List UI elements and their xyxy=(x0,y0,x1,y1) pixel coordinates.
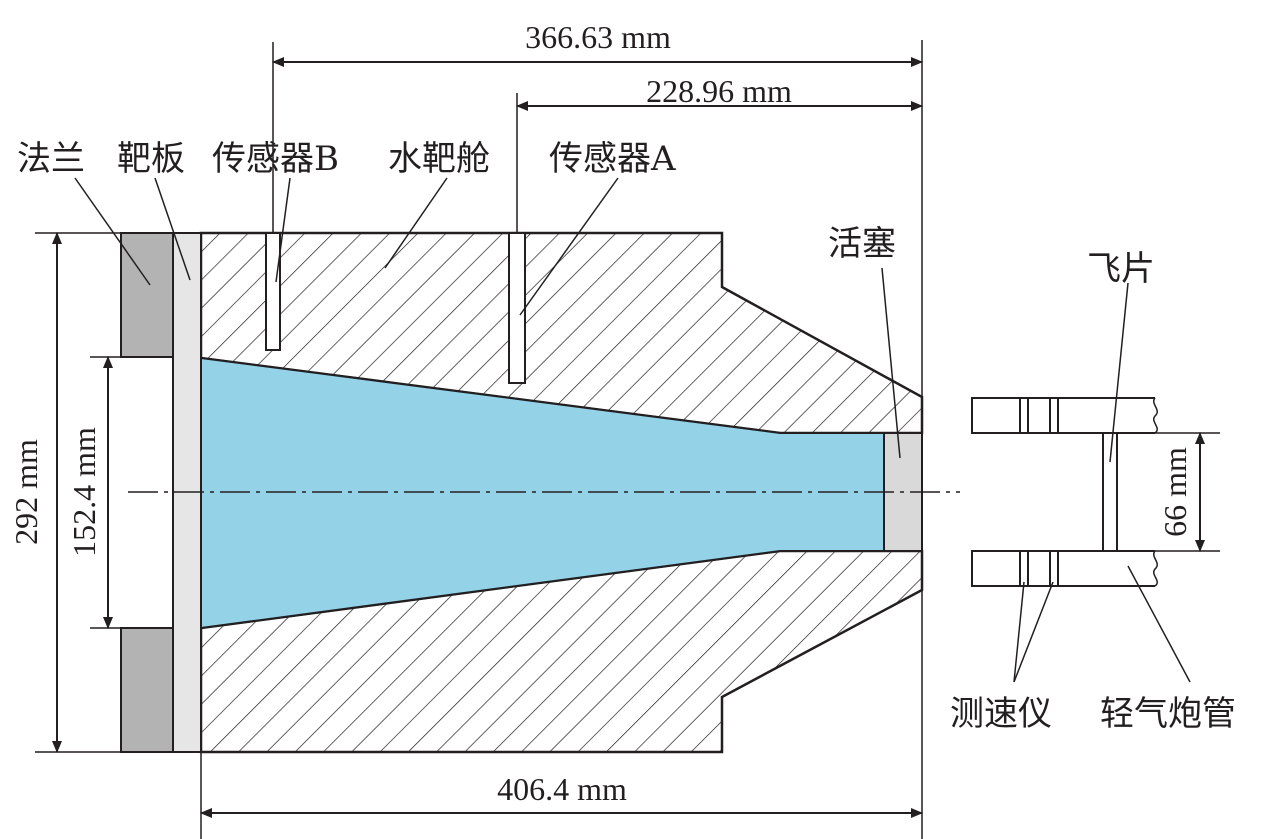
label-target-plate: 靶板 xyxy=(117,139,185,179)
label-flange: 法兰 xyxy=(17,139,85,179)
flange-upper xyxy=(120,232,174,358)
label-velocimeter: 测速仪 xyxy=(950,694,1052,734)
label-piston: 活塞 xyxy=(828,224,896,264)
dim-inner-diameter: 152.4 mm xyxy=(66,427,102,557)
label-sensor-a: 传感器A xyxy=(549,139,676,179)
label-flyer: 飞片 xyxy=(1087,249,1155,289)
leader-lines xyxy=(74,177,1191,683)
label-sensor-b: 传感器B xyxy=(212,139,339,179)
sensor-b-hole xyxy=(265,232,281,351)
dim-outer-diameter: 292 mm xyxy=(8,439,44,545)
flange-lower xyxy=(120,627,174,753)
dim-bottom-length: 406.4 mm xyxy=(497,771,627,807)
dim-overall-top: 366.63 mm xyxy=(525,19,671,55)
dim-bore-diameter: 66 mm xyxy=(1157,447,1193,537)
sensor-a-hole xyxy=(508,232,526,384)
label-water-chamber: 水靶舱 xyxy=(388,139,490,179)
label-gas-gun-barrel: 轻气炮管 xyxy=(1100,694,1236,734)
dim-sensor-a-offset: 228.96 mm xyxy=(646,73,792,109)
gas-gun-barrel xyxy=(971,397,1158,587)
flyer xyxy=(1102,432,1118,552)
